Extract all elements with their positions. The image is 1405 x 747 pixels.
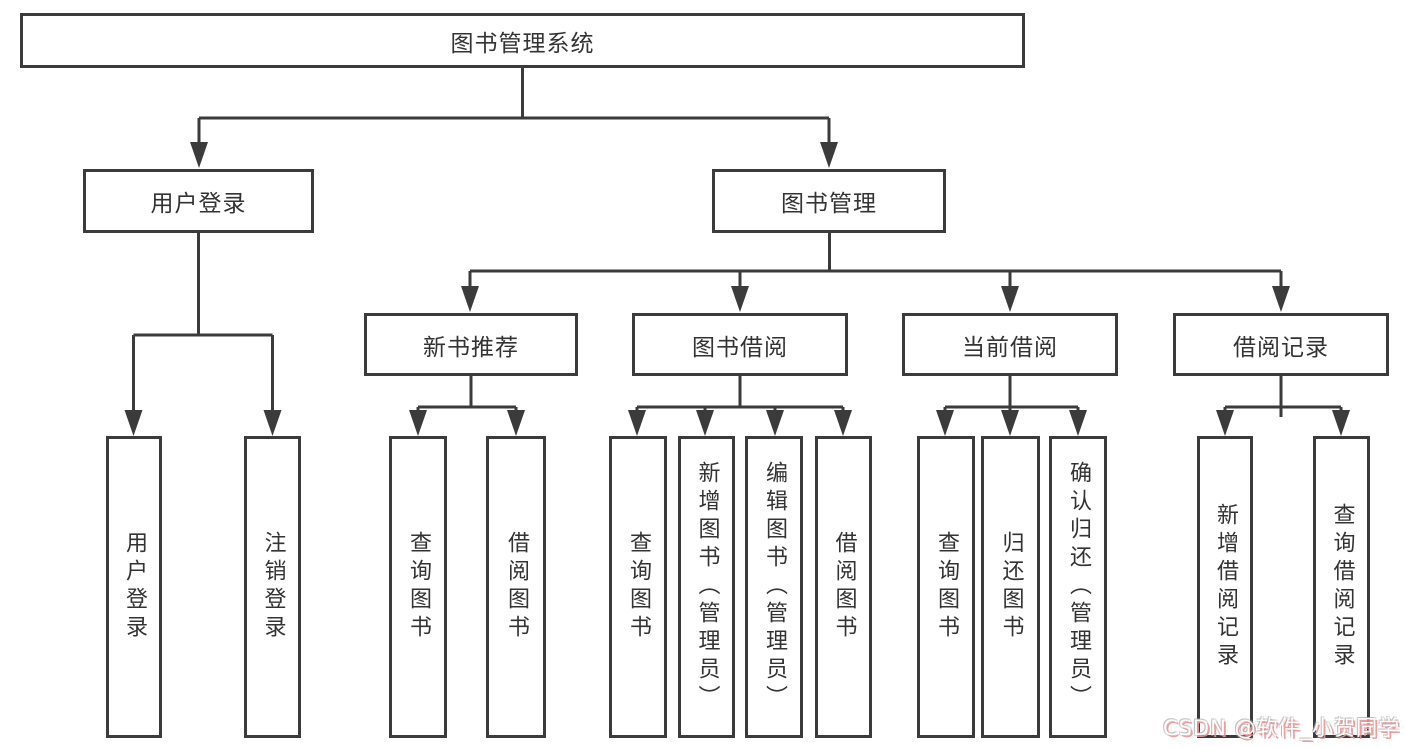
leaf-add-book-admin: 新增图书（管理员） <box>678 436 735 738</box>
leaf-logout: 注销登录 <box>244 436 301 738</box>
node-borrowing-records-label: 借阅记录 <box>1233 334 1329 361</box>
csdn-watermark: CSDN @软件_小贺同学 <box>1162 716 1400 740</box>
node-borrowing-records: 借阅记录 <box>1173 313 1389 376</box>
leaf-query-books-recommend-label: 查询图书 <box>406 531 431 643</box>
leaf-query-books-current-label: 查询图书 <box>934 531 959 643</box>
leaf-confirm-return-admin-label: 确认归还（管理员） <box>1066 461 1091 713</box>
leaf-query-books-current: 查询图书 <box>917 436 975 738</box>
leaf-logout-label: 注销登录 <box>260 531 286 643</box>
leaf-query-books-borrowing-label: 查询图书 <box>626 531 651 643</box>
node-new-book-recommendation: 新书推荐 <box>364 313 578 376</box>
leaf-query-borrow-record: 查询借阅记录 <box>1313 436 1370 738</box>
leaf-query-books-recommend: 查询图书 <box>389 436 447 738</box>
leaf-edit-book-admin: 编辑图书（管理员） <box>745 436 803 738</box>
leaf-user-login: 用户登录 <box>106 436 162 738</box>
leaf-borrow-books-borrowing-label: 借阅图书 <box>831 531 857 643</box>
leaf-query-books-borrowing: 查询图书 <box>609 436 667 738</box>
leaf-add-borrow-record: 新增借阅记录 <box>1197 436 1253 738</box>
leaf-edit-book-admin-label: 编辑图书（管理员） <box>762 461 787 713</box>
node-current-borrowing: 当前借阅 <box>902 313 1118 376</box>
node-user-login: 用户登录 <box>83 169 314 233</box>
leaf-borrow-books-recommend-label: 借阅图书 <box>504 531 529 643</box>
node-new-book-recommendation-label: 新书推荐 <box>423 334 519 361</box>
node-book-borrowing: 图书借阅 <box>632 313 848 376</box>
root-node-library-system: 图书管理系统 <box>20 13 1025 68</box>
root-node-label: 图书管理系统 <box>450 30 595 57</box>
node-current-borrowing-label: 当前借阅 <box>962 334 1058 361</box>
leaf-return-book-label: 归还图书 <box>998 531 1024 643</box>
leaf-confirm-return-admin: 确认归还（管理员） <box>1049 436 1107 738</box>
leaf-user-login-label: 用户登录 <box>122 531 147 643</box>
leaf-borrow-books-borrowing: 借阅图书 <box>815 436 872 738</box>
node-user-login-label: 用户登录 <box>150 191 247 217</box>
node-book-borrowing-label: 图书借阅 <box>692 334 788 361</box>
arrowheads <box>124 142 1350 436</box>
node-book-management-label: 图书管理 <box>781 191 877 217</box>
leaf-add-book-admin-label: 新增图书（管理员） <box>694 461 720 713</box>
leaf-query-borrow-record-label: 查询借阅记录 <box>1329 503 1355 671</box>
leaf-add-borrow-record-label: 新增借阅记录 <box>1213 503 1238 671</box>
leaf-borrow-books-recommend: 借阅图书 <box>486 436 546 738</box>
node-book-management: 图书管理 <box>712 169 946 233</box>
leaf-return-book: 归还图书 <box>981 436 1040 738</box>
